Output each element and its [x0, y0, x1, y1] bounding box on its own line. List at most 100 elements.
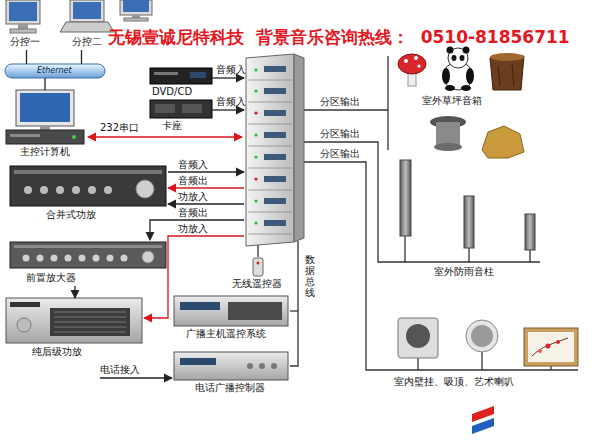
power-amplifier [6, 298, 142, 343]
lawn-speakers [460, 55, 465, 61]
device-caption: Ethernet [37, 66, 72, 76]
pre-amplifier [121, 255, 128, 262]
signal-wire [257, 245, 258, 257]
signal-wire [387, 56, 388, 150]
signal-wire [417, 358, 418, 370]
lawn-speakers [398, 47, 524, 159]
desktop-computer [10, 29, 36, 33]
integrated-amplifier [136, 180, 154, 198]
pre-amplifier [107, 255, 114, 262]
zone-output: 分区输出 [320, 128, 360, 140]
ethernet-pipe [5, 64, 105, 78]
central-controller-rack [264, 176, 286, 182]
central-controller-rack [246, 54, 304, 246]
signal-wire [481, 352, 482, 370]
signal-name: 音频入 [216, 64, 246, 76]
remote-control-host [174, 296, 288, 326]
indoor-speakers [532, 338, 568, 356]
client-computer: 分控一 [2, 0, 48, 50]
central-controller-rack [264, 154, 286, 160]
central-controller-rack [264, 132, 286, 138]
signal-wire [304, 142, 540, 262]
signal-wire [468, 248, 469, 262]
signal-wire [304, 162, 578, 370]
dvd-player [154, 72, 178, 75]
device-caption: 室外防雨音柱 [434, 266, 494, 278]
central-controller-rack [248, 212, 292, 213]
main-computer [72, 135, 76, 139]
signal-wire [304, 109, 388, 110]
lawn-speakers [482, 126, 524, 158]
lawn-speakers [414, 56, 418, 60]
column-speakers [400, 160, 411, 236]
integrated-amplifier [10, 166, 166, 206]
signal-name: 音频出 [178, 207, 208, 219]
wireless-remote [253, 258, 263, 276]
remote-control-host [174, 296, 288, 326]
device-caption: 合并式功放 [46, 209, 96, 221]
main-computer [40, 126, 50, 130]
power-amplifier [50, 308, 130, 336]
telephone-controller [271, 363, 277, 369]
pre-amplifier [10, 242, 166, 268]
power-amplifier [54, 322, 126, 323]
desktop-computer [120, 0, 152, 15]
pre-amplifier [142, 251, 154, 263]
central-controller-rack [248, 190, 292, 191]
lawn-speakers [436, 122, 460, 146]
pre-amplifier [23, 255, 30, 262]
telephone-controller [259, 363, 265, 369]
remote-control-host [180, 302, 220, 310]
lawn-speaker-group: 室外草坪音箱 [392, 50, 532, 109]
cassette-deck: 卡座 [148, 100, 212, 134]
desktop-computer [123, 0, 149, 12]
central-controller-rack [248, 146, 292, 147]
wireless-remote [257, 262, 260, 265]
cassette-deck [155, 104, 175, 113]
pre-amplifier [10, 242, 166, 268]
lawn-speakers [417, 64, 420, 67]
indoor-speakers [471, 325, 493, 347]
device-caption: 广播主机遥控系统 [186, 328, 266, 340]
indoor-speakers [556, 340, 560, 344]
lawn-speakers [452, 55, 457, 61]
signal-wire [168, 203, 244, 204]
lawn-speakers [461, 85, 471, 91]
main-computer [16, 90, 74, 126]
central-controller-rack [264, 110, 286, 116]
signal-wire [404, 236, 405, 262]
lawn-speakers [442, 68, 450, 84]
central-controller-rack [248, 124, 292, 125]
signal-wire [168, 171, 244, 172]
integrated-amplifier [56, 186, 64, 194]
signal-wire [212, 77, 244, 78]
lawn-speakers [445, 85, 455, 91]
central-controller-rack [254, 199, 257, 202]
lawn-speakers [466, 68, 474, 84]
central-controller-rack [248, 234, 292, 235]
signal-wire [290, 241, 298, 366]
lawn-speakers [434, 143, 462, 151]
integrated-amplifier [104, 186, 112, 194]
pre-amplifier [93, 255, 100, 262]
signal-wire [150, 220, 244, 240]
header-text: 无锡壹诚尼特科技 背景音乐咨询热线： 0510-81856711 [108, 26, 570, 48]
device-caption: 分控二 [72, 36, 102, 48]
desktop-computer [9, 2, 37, 21]
signal-wire [144, 236, 244, 318]
central-controller-rack [248, 80, 292, 234]
connector-line [44, 78, 45, 90]
device-caption: 室外草坪音箱 [422, 95, 482, 107]
cassette-deck [150, 100, 212, 118]
main-computer [6, 130, 84, 144]
signal-name: 音频出 [178, 175, 208, 187]
lawn-speakers [404, 59, 408, 63]
laptop-computer [73, 2, 101, 19]
pre-amplifier [65, 255, 72, 262]
integrated-amplifier [14, 170, 162, 174]
central-controller-rack [264, 88, 286, 94]
main-computer [6, 90, 84, 144]
central-controller-rack [248, 80, 292, 81]
integrated-amplifier [24, 186, 32, 194]
connector-line [81, 50, 82, 64]
